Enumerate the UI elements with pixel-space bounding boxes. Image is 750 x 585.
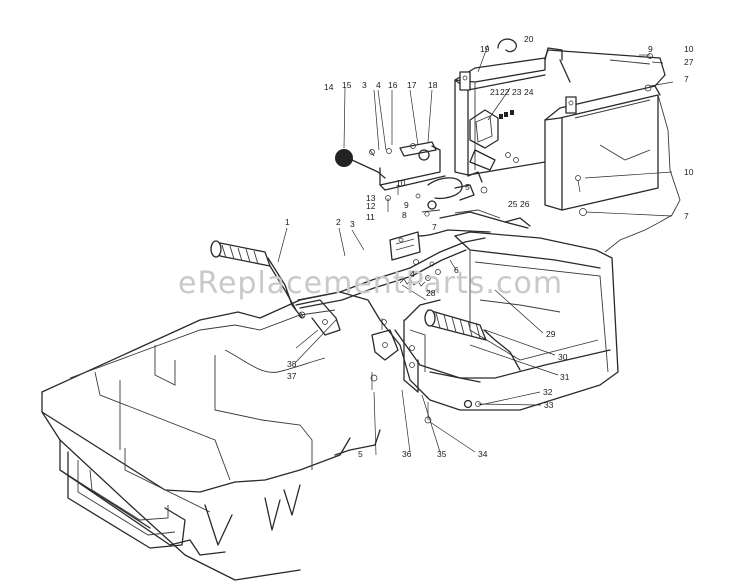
hardware xyxy=(381,53,653,330)
seat-frame xyxy=(454,47,681,253)
callout-24: 24 xyxy=(524,87,534,97)
callout-3b: 3 xyxy=(362,80,367,90)
callout-20: 20 xyxy=(524,34,534,44)
callout-7: 7 xyxy=(432,222,437,232)
callout-10c: 10 xyxy=(684,167,694,177)
callout-6: 6 xyxy=(454,265,459,275)
decal-and-rods xyxy=(389,209,531,261)
callout-10: 10 xyxy=(396,178,406,188)
switch-assembly xyxy=(469,109,519,171)
callout-3: 3 xyxy=(350,219,355,229)
callout-33: 33 xyxy=(544,400,554,410)
callout-labels: 1 2 3 3 4 4 5 5 6 7 7 7 8 9 9 10 10 10 1… xyxy=(285,34,694,459)
callout-25: 25 xyxy=(508,199,518,209)
callout-30: 30 xyxy=(558,352,568,362)
callout-21: 21 xyxy=(490,87,500,97)
right-pedal xyxy=(370,299,521,424)
floor-pan xyxy=(41,231,619,581)
callout-4: 4 xyxy=(376,80,381,90)
callout-18: 18 xyxy=(428,80,438,90)
callout-34: 34 xyxy=(478,449,488,459)
watermark: eReplacementParts.com xyxy=(178,266,563,301)
callout-15: 15 xyxy=(342,80,352,90)
callout-9: 9 xyxy=(404,200,409,210)
callout-8: 8 xyxy=(402,210,407,220)
callout-13: 13 xyxy=(366,193,376,203)
callout-7b: 7 xyxy=(684,74,689,84)
callout-11: 11 xyxy=(366,212,375,222)
callout-23: 23 xyxy=(512,87,522,97)
callout-29: 29 xyxy=(546,329,556,339)
clip-20 xyxy=(497,38,517,53)
callout-27: 27 xyxy=(684,57,694,67)
callout-26: 26 xyxy=(520,199,530,209)
callout-2: 2 xyxy=(336,217,341,227)
callout-19: 19 xyxy=(480,44,490,54)
callout-16: 16 xyxy=(388,80,398,90)
pedal-assembly xyxy=(210,237,486,336)
callout-12: 12 xyxy=(366,201,376,211)
lever-assembly xyxy=(335,141,488,213)
callout-7c: 7 xyxy=(684,211,689,221)
callout-10b: 10 xyxy=(684,44,694,54)
leader-lines xyxy=(277,44,674,456)
callout-1: 1 xyxy=(285,217,290,227)
callout-4b: 4 xyxy=(410,269,415,279)
callout-35: 35 xyxy=(437,449,447,459)
callout-37: 37 xyxy=(287,371,297,381)
callout-14: 14 xyxy=(324,82,334,92)
callout-36: 36 xyxy=(402,449,412,459)
callout-5: 5 xyxy=(465,182,470,192)
callout-22: 22 xyxy=(500,87,510,97)
callout-28: 28 xyxy=(426,288,436,298)
callout-17: 17 xyxy=(407,80,417,90)
callout-32: 32 xyxy=(543,387,553,397)
callout-38: 38 xyxy=(287,359,297,369)
callout-9b: 9 xyxy=(648,44,653,54)
callout-5b: 5 xyxy=(358,449,363,459)
callout-31: 31 xyxy=(560,372,570,382)
